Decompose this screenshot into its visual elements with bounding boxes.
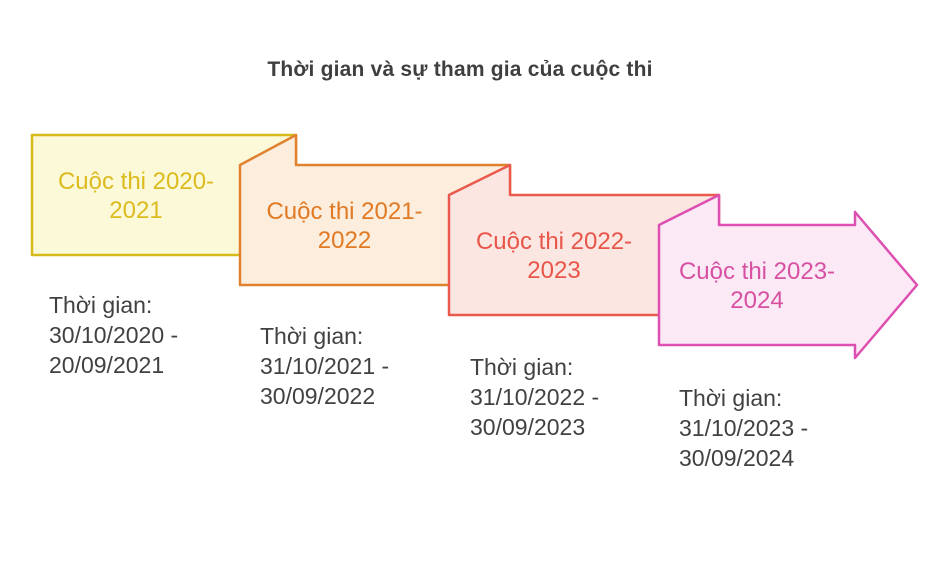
stage-dates-1: Thời gian: 30/10/2020 - 20/09/2021 xyxy=(49,292,179,378)
stage-label-3: Cuộc thi 2022- 2023 xyxy=(475,228,633,284)
stage-dates-4: Thời gian: 31/10/2023 - 30/09/2024 xyxy=(679,385,809,471)
stage-label-4: Cuộc thi 2023- 2024 xyxy=(678,258,836,314)
stage-shape-4 xyxy=(657,193,919,360)
stage-dates-2: Thời gian: 31/10/2021 - 30/09/2022 xyxy=(260,323,390,409)
diagram-title: Thời gian và sự tham gia của cuộc thi xyxy=(267,58,653,81)
stage-label-2: Cuộc thi 2021- 2022 xyxy=(266,198,423,254)
stage-label-1: Cuộc thi 2020- 2021 xyxy=(57,168,215,224)
stage-dates-3: Thời gian: 31/10/2022 - 30/09/2023 xyxy=(470,354,600,440)
